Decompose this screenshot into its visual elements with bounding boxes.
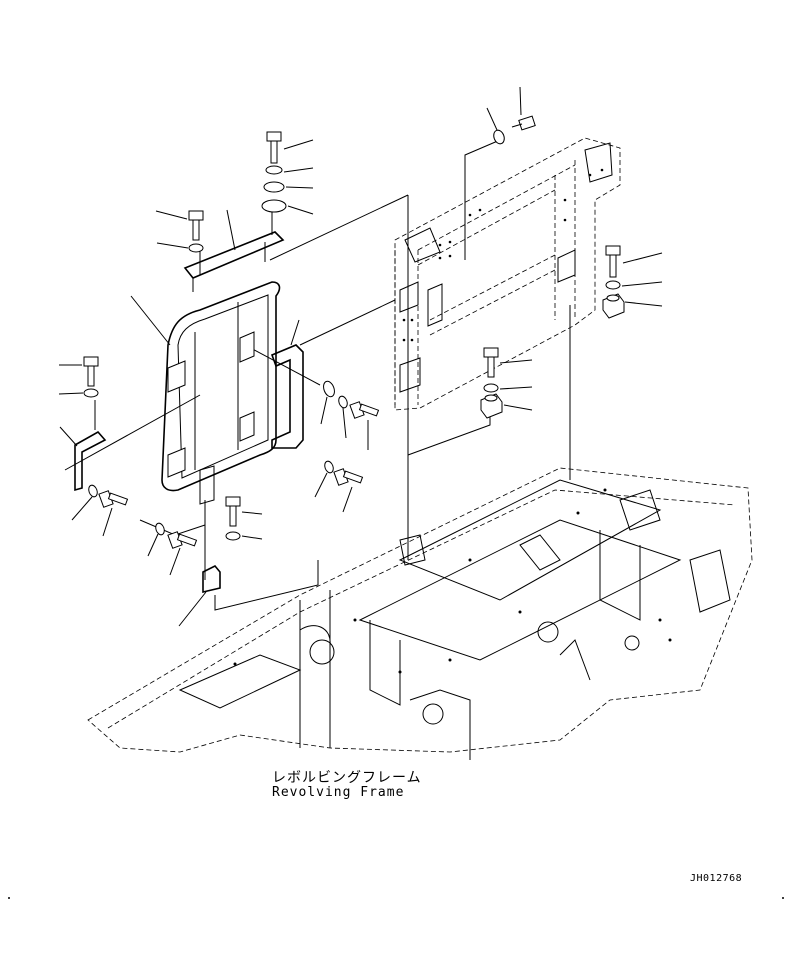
bolts — [83, 115, 621, 549]
spacer-blocks — [480, 293, 625, 419]
revolving-frame — [87, 467, 753, 760]
washer-icon — [261, 199, 287, 213]
drawing-number: JH012768 — [690, 873, 743, 884]
bolt-icon — [266, 131, 282, 164]
bolt-icon — [167, 531, 198, 549]
washer-icon — [493, 129, 505, 145]
callout-leaders — [58, 86, 663, 627]
bolt-icon — [511, 115, 536, 131]
left-bracket — [74, 430, 107, 492]
bolt-icon — [225, 496, 241, 527]
frame-label-japanese: レボルビングフレーム — [272, 770, 422, 786]
bolt-icon — [349, 401, 380, 419]
washer-icon — [155, 522, 165, 536]
cover-panel — [161, 281, 281, 492]
bolt-icon — [188, 210, 204, 241]
washer-icon — [323, 380, 335, 398]
washer-icon — [605, 280, 621, 290]
washer-icon — [83, 388, 99, 398]
washer-icon — [88, 484, 98, 498]
washer-icon — [338, 395, 348, 409]
scan-marks — [8, 897, 784, 899]
support-frame — [394, 137, 621, 411]
bolt-icon — [83, 356, 99, 387]
washer-icon — [263, 181, 285, 193]
washer-icon — [225, 531, 241, 541]
side-bracket — [270, 344, 304, 449]
bolt-icon — [333, 468, 364, 486]
bolt-icon — [98, 490, 129, 508]
washer-icon — [188, 243, 204, 253]
bolt-icon — [605, 245, 621, 278]
bolt-icon — [483, 347, 499, 378]
washer-icon — [324, 460, 334, 474]
washer-icon — [483, 383, 499, 393]
washers — [83, 129, 621, 541]
top-bracket — [183, 231, 285, 292]
frame-label-english: Revolving Frame — [272, 785, 405, 800]
washer-icon — [265, 165, 283, 175]
lower-bracket — [199, 465, 221, 594]
